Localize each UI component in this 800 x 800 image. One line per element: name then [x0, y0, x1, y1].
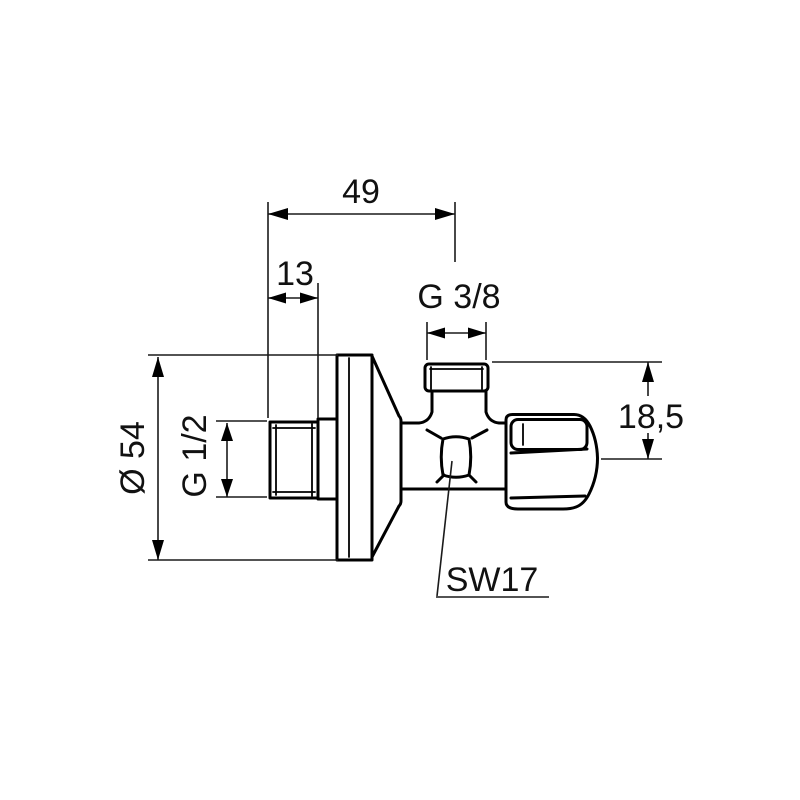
angle-valve-outline: [268, 353, 599, 562]
dim-label-49: 49: [342, 173, 380, 211]
dim-label-sw17: SW17: [446, 561, 539, 599]
dimension-g12: G 1/2: [176, 414, 267, 498]
hex-sw17-barrel: [439, 435, 473, 479]
rosette-cone: [370, 354, 403, 559]
dimension-d54: Ø 54: [114, 354, 338, 561]
dim-label-d54: Ø 54: [114, 421, 152, 495]
dim-label-185: 18,5: [618, 398, 684, 436]
inlet-nipple: [268, 420, 320, 500]
valve-body: [399, 389, 508, 491]
dimension-g38: G 3/8: [417, 278, 501, 360]
dim-label-g12: G 1/2: [176, 414, 214, 497]
dim-label-g38: G 3/8: [417, 278, 500, 316]
handle-knob: [504, 413, 599, 511]
collar: [316, 417, 339, 501]
dimension-185: 18,5: [492, 361, 684, 460]
callout-sw17: SW17: [436, 460, 549, 599]
dimension-49: 49: [267, 173, 456, 418]
rosette-plate: [335, 353, 374, 562]
dim-label-13: 13: [276, 255, 314, 293]
dimension-13: 13: [268, 255, 319, 418]
outlet-stub: [423, 362, 490, 393]
